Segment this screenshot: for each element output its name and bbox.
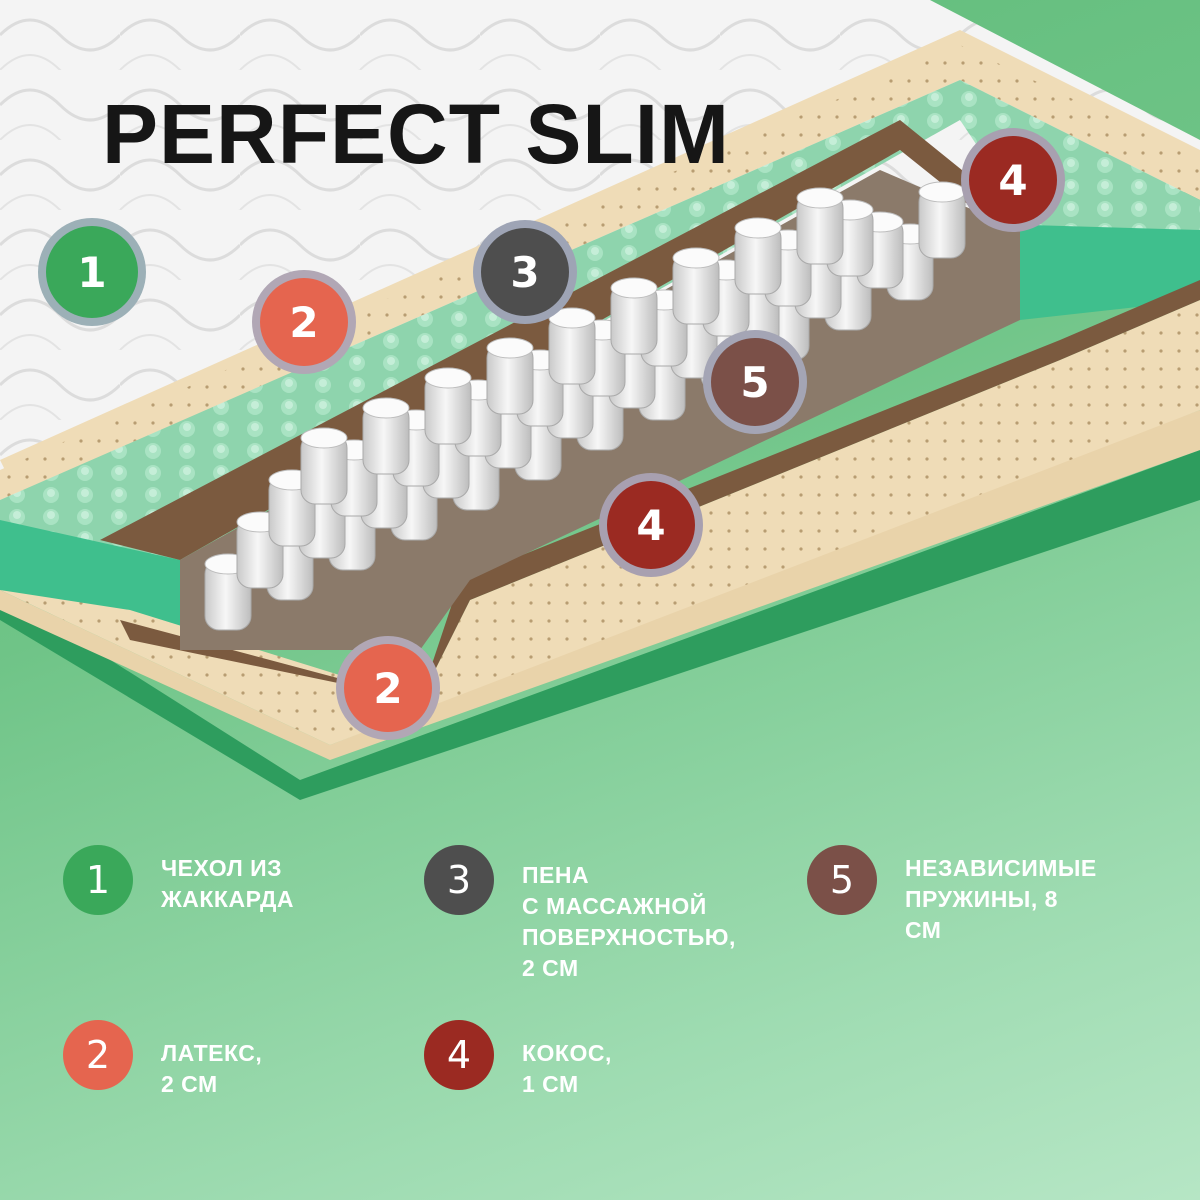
spring-coil-top bbox=[734, 217, 782, 239]
spring-coil-top bbox=[672, 247, 720, 269]
spring-coil-top bbox=[300, 427, 348, 449]
marker-latex-top: 2 bbox=[252, 270, 356, 374]
spring-coil-top bbox=[796, 187, 844, 209]
spring-coil-top bbox=[362, 397, 410, 419]
marker-number: 4 bbox=[998, 155, 1028, 205]
marker-number: 5 bbox=[740, 357, 770, 407]
legend-number-badge: 4 bbox=[424, 1020, 494, 1090]
spring-coil-top bbox=[486, 337, 534, 359]
marker-number: 2 bbox=[289, 297, 319, 347]
legend-number-badge: 1 bbox=[63, 845, 133, 915]
legend-number: 5 bbox=[829, 858, 855, 902]
marker-coconut-top: 4 bbox=[961, 128, 1065, 232]
legend-label: ЛАТЕКС, 2 СМ bbox=[161, 1040, 263, 1097]
marker-springs: 5 bbox=[703, 330, 807, 434]
spring-coil-top bbox=[918, 181, 966, 203]
spring-coil-top bbox=[424, 367, 472, 389]
marker-number: 4 bbox=[636, 500, 666, 550]
legend-number: 2 bbox=[85, 1033, 111, 1077]
page-title: PERFECT SLIM bbox=[102, 87, 731, 181]
legend-label: НЕЗАВИСИМЫЕ ПРУЖИНЫ, 8 СМ bbox=[905, 855, 1097, 943]
marker-cover: 1 bbox=[38, 218, 146, 326]
legend-label: КОКОС, 1 СМ bbox=[522, 1040, 612, 1097]
marker-coconut-bottom: 4 bbox=[599, 473, 703, 577]
marker-latex-bottom: 2 bbox=[336, 636, 440, 740]
legend-label: ПЕНА С МАССАЖНОЙ ПОВЕРХНОСТЬЮ, 2 СМ bbox=[522, 862, 736, 981]
legend-number: 1 bbox=[85, 858, 111, 902]
marker-number: 3 bbox=[510, 247, 540, 297]
spring-coil-top bbox=[610, 277, 658, 299]
legend-label: ЧЕХОЛ ИЗ ЖАККАРДА bbox=[161, 855, 294, 912]
marker-number: 1 bbox=[77, 247, 107, 297]
legend-number-badge: 2 bbox=[63, 1020, 133, 1090]
marker-number: 2 bbox=[373, 663, 403, 713]
mattress-cross-section-illustration bbox=[0, 0, 1200, 800]
legend-number-badge: 3 bbox=[424, 845, 494, 915]
marker-massage-foam: 3 bbox=[473, 220, 577, 324]
legend-number-badge: 5 bbox=[807, 845, 877, 915]
legend-number: 3 bbox=[446, 858, 472, 902]
spring-field bbox=[204, 181, 966, 631]
legend-number: 4 bbox=[446, 1033, 472, 1077]
